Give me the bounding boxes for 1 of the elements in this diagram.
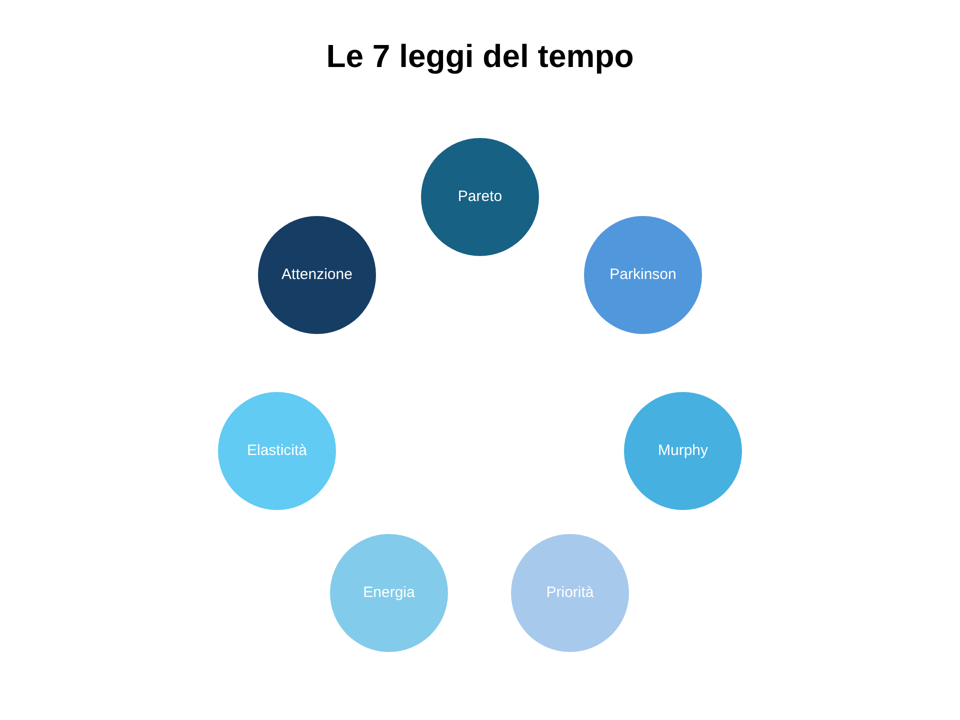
title: Le 7 leggi del tempo [326, 37, 634, 76]
